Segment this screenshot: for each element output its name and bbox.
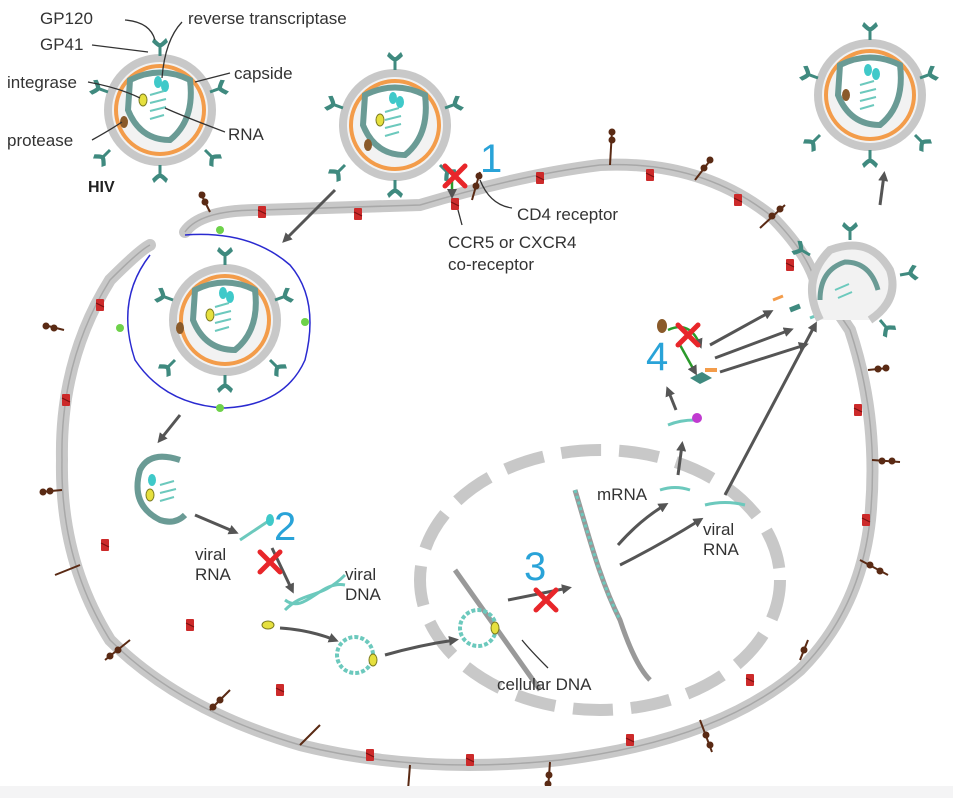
step-number-1: 1 [480,137,502,181]
cellular-dna [572,489,652,682]
bottom-strip [0,786,953,798]
label-cellular-dna: cellular DNA [497,675,592,694]
mature-virion [796,20,942,170]
label-rna-reference: RNA [228,125,265,144]
hiv-virion-reference [86,36,232,185]
step-number-3: 3 [524,545,546,589]
label-viral-dna-a: viral [345,565,376,584]
label-coreceptor-line1: CCR5 or CXCR4 [448,233,576,252]
viral-dna-helix [283,573,347,612]
label-integrase: integrase [7,73,77,92]
label-leaders [87,19,549,669]
step-number-2: 2 [274,505,296,549]
inhibitor-mark-2 [260,552,280,572]
capsid-uncoating [134,453,188,525]
label-capside: capside [234,64,293,83]
label-gp41: GP41 [40,35,83,54]
cd4-receptors [39,128,901,791]
process-arrows [157,171,889,657]
nucleus-membrane [414,444,786,716]
hiv-virion-attaching [321,50,467,200]
label-viral-rna2-a: viral [703,520,734,539]
label-viral-rna-b: RNA [195,565,232,584]
label-hiv: HIV [88,179,115,196]
budding-virion [788,220,921,341]
viral-rna-strand [239,518,271,542]
integration-circle [452,568,543,692]
label-mrna: mRNA [597,485,648,504]
label-viral-dna-b: DNA [345,585,382,604]
hiv-virion-fusing [116,226,311,412]
label-viral-rna2-b: RNA [703,540,740,559]
label-reverse-transcriptase: reverse transcriptase [188,9,347,28]
step-number-4: 4 [646,335,668,379]
label-coreceptor-line2: co-receptor [448,255,534,274]
viral-dna-circle [335,635,378,675]
label-viral-rna-a: viral [195,545,226,564]
label-protease: protease [7,131,73,150]
label-cd4-receptor: CD4 receptor [517,205,618,224]
label-gp120: GP120 [40,9,93,28]
